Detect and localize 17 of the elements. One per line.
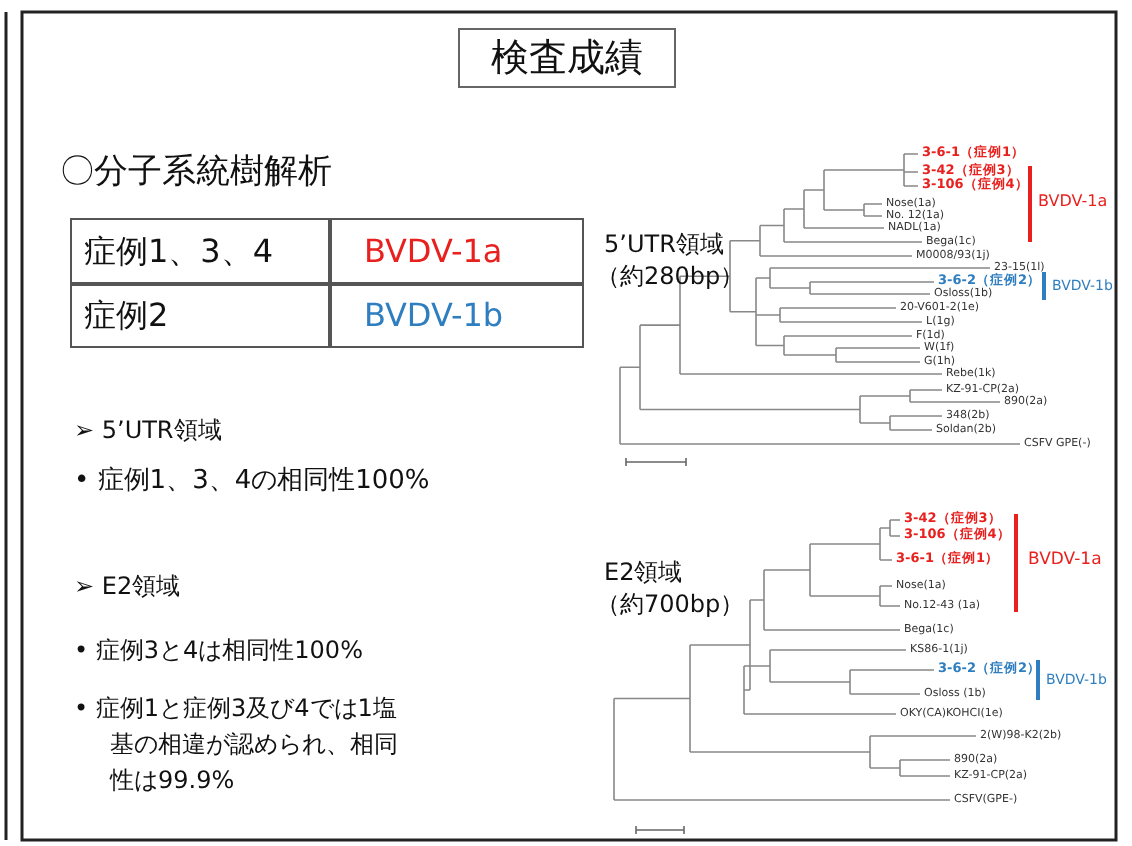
- bullet-text: • 症例1、3、4の相同性100%: [74, 466, 430, 498]
- genotype-cell: BVDV-1a: [330, 218, 584, 284]
- section-heading: 〇分子系統樹解析: [60, 151, 332, 193]
- bullet-paragraph: • 症例1と症例3及び4では1塩基の相違が認められ、相同性は99.9%: [74, 692, 400, 798]
- genotype-label: BVDV-1a: [1028, 549, 1102, 571]
- region-label: （約700bp）: [596, 589, 745, 619]
- bullet-heading: ➢ 5’UTR領域: [74, 415, 222, 445]
- case-cell: 症例2: [70, 284, 330, 348]
- genotype-cell: BVDV-1b: [330, 284, 584, 348]
- bullet-heading: ➢ E2領域: [74, 571, 181, 601]
- slide-title: 検査成績: [458, 28, 676, 88]
- region-label: 5’UTR領域: [604, 229, 724, 259]
- region-label: （約280bp）: [596, 261, 745, 291]
- case-cell: 症例1、3、4: [70, 218, 330, 284]
- genotype-label: BVDV-1a: [1038, 192, 1108, 212]
- region-label: E2領域: [604, 557, 683, 587]
- bullet-text: • 症例3と4は相同性100%: [74, 635, 363, 665]
